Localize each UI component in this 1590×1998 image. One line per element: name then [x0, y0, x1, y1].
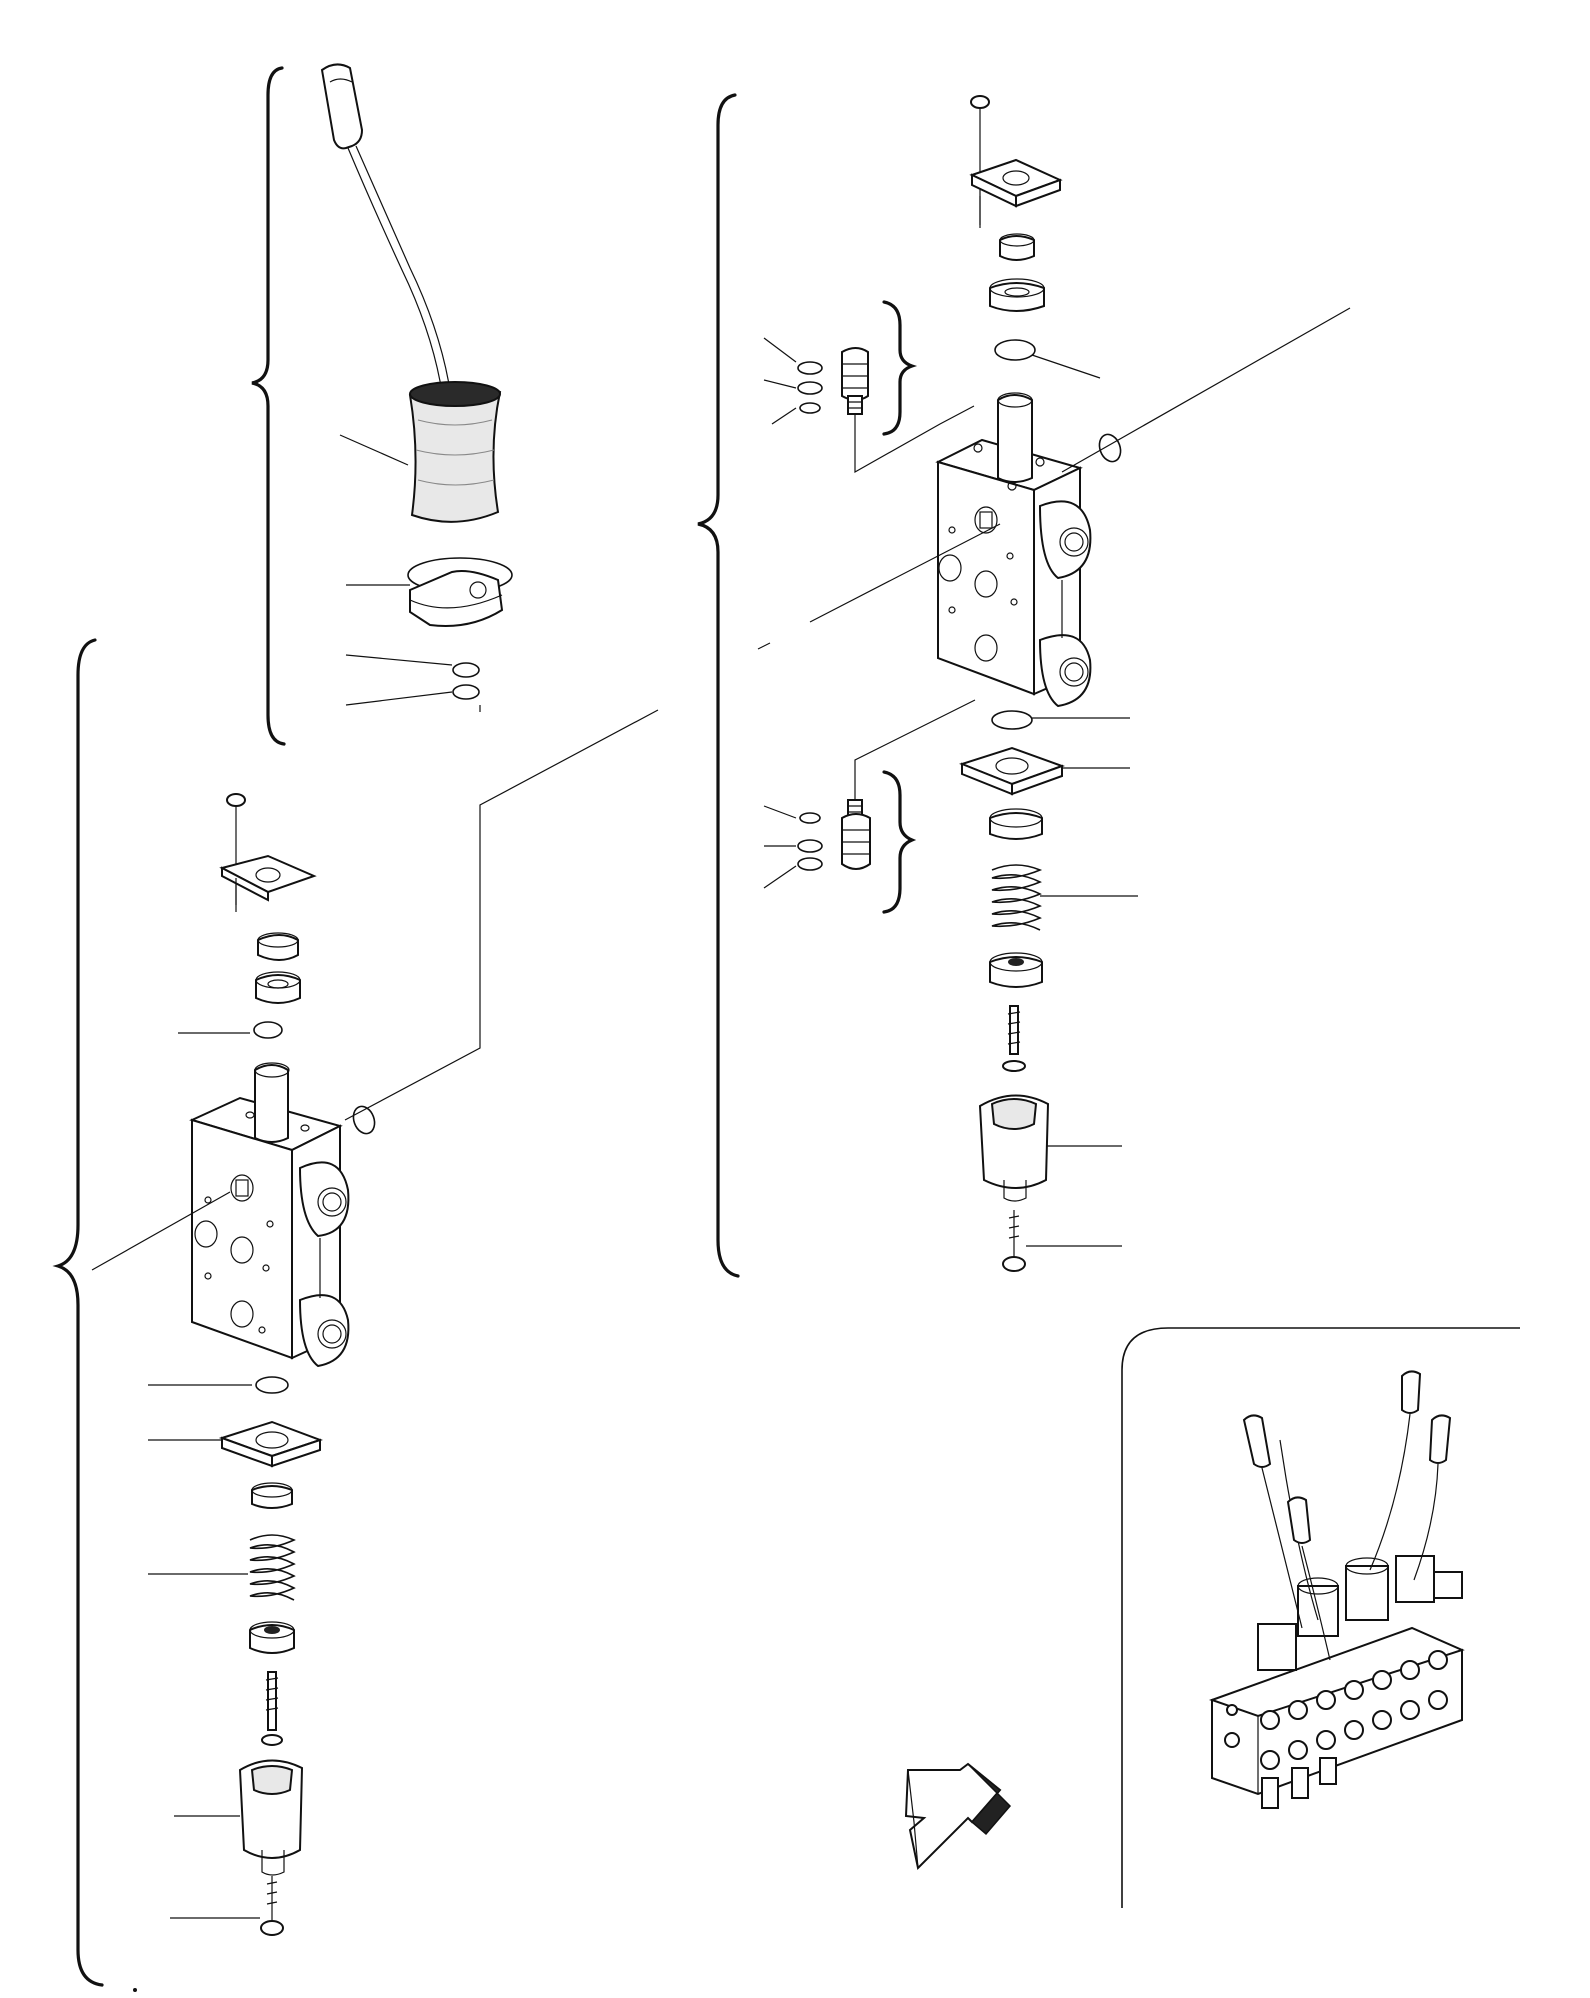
right-leader-lines	[757, 196, 1351, 1247]
inset-solenoid-housings	[1257, 1555, 1463, 1671]
left-top-flange	[219, 854, 317, 902]
inset-control-levers	[1242, 1370, 1452, 1661]
upper-relief-brace	[882, 300, 918, 436]
right-spring-seat-upper	[989, 808, 1043, 840]
right-spool-cap	[999, 233, 1035, 261]
left-leader-lines	[91, 878, 269, 1919]
left-spool-cap	[257, 932, 299, 961]
left-body-o-ring-side	[352, 1105, 376, 1135]
right-spring-seat-lower	[989, 952, 1043, 988]
inset-spool-ports	[1224, 1650, 1448, 1770]
assembly-connector-line	[344, 709, 659, 1121]
right-valve-body	[935, 392, 1092, 708]
lever-o-rings	[452, 662, 480, 700]
right-spool-guide	[989, 278, 1045, 312]
left-spool-o-ring	[253, 1021, 283, 1039]
view-direction-arrow	[904, 1762, 1012, 1871]
right-end-cap	[978, 1094, 1050, 1202]
inset-overview-panel	[1121, 1327, 1520, 1908]
lever-assembly-brace	[251, 66, 286, 746]
right-return-spring	[991, 864, 1043, 931]
control-lever	[320, 63, 451, 393]
left-spring-seat-lower	[249, 1621, 295, 1654]
inset-valve-block	[1209, 1370, 1465, 1809]
left-return-spring	[249, 1534, 296, 1601]
right-spool-o-ring	[994, 339, 1036, 361]
left-valve-body	[189, 1062, 350, 1368]
left-spring-seat-upper	[251, 1482, 293, 1509]
upper-relief-valve	[797, 347, 975, 474]
left-lower-o-ring	[255, 1376, 289, 1394]
left-end-screw	[260, 1876, 284, 1936]
lever-housing-plate	[409, 570, 504, 627]
right-end-screw	[1002, 1210, 1026, 1272]
lever-leader-lines	[339, 434, 481, 712]
right-section-brace	[697, 93, 740, 1278]
right-spool-bolt	[1002, 1005, 1026, 1072]
right-top-flange	[969, 158, 1063, 208]
left-spool-bolt	[261, 1671, 283, 1746]
right-lower-o-ring	[991, 710, 1033, 730]
left-section-brace	[52, 638, 104, 1987]
right-lower-flange	[959, 746, 1065, 796]
left-end-cap	[238, 1759, 304, 1876]
right-body-o-ring-side	[1098, 433, 1122, 463]
rubber-boot	[408, 381, 502, 523]
lower-relief-valve	[797, 699, 976, 871]
left-spool-guide	[255, 971, 301, 1004]
left-lower-flange	[218, 1420, 323, 1468]
lower-relief-brace	[882, 770, 917, 914]
scan-mark	[133, 1988, 137, 1992]
inset-lower-fittings	[1261, 1757, 1337, 1809]
